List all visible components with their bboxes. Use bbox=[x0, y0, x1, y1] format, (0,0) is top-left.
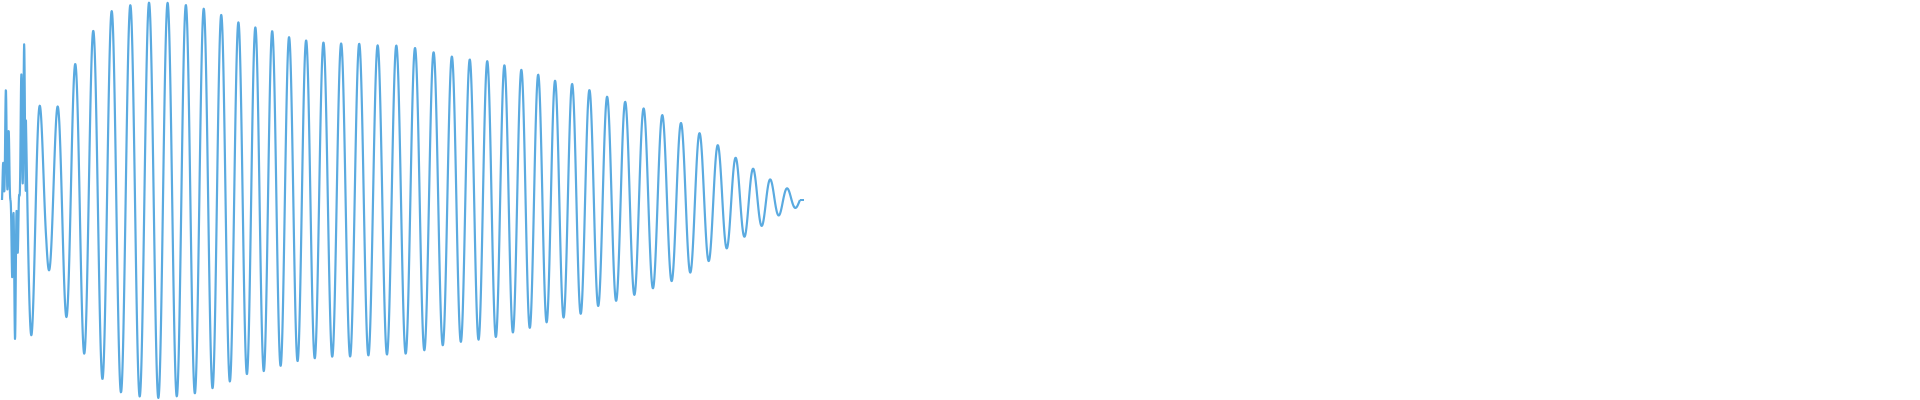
waveform-trace bbox=[0, 1, 802, 399]
